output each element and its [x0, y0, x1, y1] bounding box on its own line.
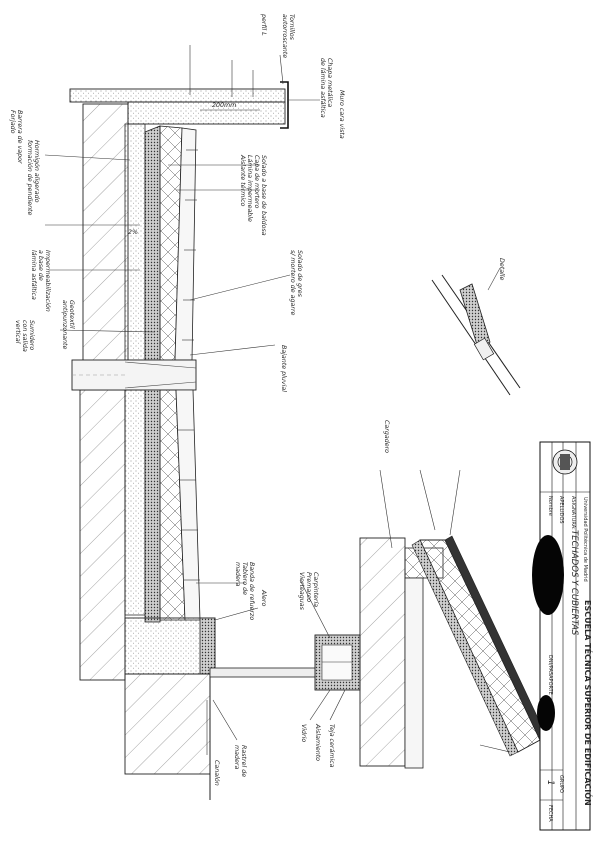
drain-pipe — [71, 359, 197, 391]
nombre-label: Nombre — [547, 496, 553, 516]
university-name: Universidad Politécnica de Madrid — [582, 497, 589, 582]
redaction-name — [532, 535, 564, 615]
waterproof-layer-upper — [144, 125, 161, 361]
label-premarco: Premarco — [305, 572, 312, 602]
annotation-labels: Chapa metálica de lámina asfáltica Torni… — [9, 13, 506, 786]
label-solado: Solado a base de baldosa — [260, 155, 267, 236]
label-tornillos: Tornillos — [288, 14, 295, 41]
label-hormigon: Hormigón aligerado — [33, 140, 41, 203]
label-geo-2: antipunzonante — [61, 300, 69, 350]
apellidos-label: APELLIDOS — [558, 496, 564, 524]
label-alero: Alero — [260, 589, 267, 607]
parapet-block — [127, 101, 286, 125]
label-muro-cara-vista: Muro cara vista — [338, 90, 346, 139]
label-carpinteria: Carpintería — [312, 572, 320, 607]
label-geo-1: Geotextil — [68, 300, 76, 329]
label-banda: Banda de refuerzo — [248, 562, 255, 620]
dimension-200mm: 200mm — [212, 102, 236, 109]
label-canalon: Canalón — [213, 760, 221, 786]
label-gres-1: Solado de gres — [296, 250, 303, 298]
school-name: ESCUELA TÉCNICA SUPERIOR DE EDIFICACIÓN — [583, 600, 594, 806]
label-sumidero-1: Sumidero — [28, 320, 35, 350]
roof-deck — [419, 539, 541, 753]
flashing-bracket — [280, 81, 289, 129]
label-rastrel-1: Rastrel de — [240, 745, 248, 777]
label-lamina-asfaltica: de lámina asfáltica — [319, 58, 327, 118]
concrete-slab-lower — [124, 389, 146, 616]
label-forjado: Forjado — [9, 110, 16, 134]
facade-wall — [359, 537, 406, 767]
waterproof-layer-lower — [144, 389, 161, 623]
label-imp-3: lámina asfáltica — [30, 250, 38, 300]
upturn-membrane — [199, 617, 216, 675]
label-pendiente: formación de pendiente — [26, 140, 34, 216]
label-vierteaguas: Vierteaguas — [298, 572, 306, 611]
label-sumidero-2: con salida — [21, 320, 28, 352]
dni-label: DNI/PASAPORTE — [547, 655, 553, 695]
label-cargadero: Cargadero — [383, 420, 390, 453]
leader-lines — [44, 45, 511, 755]
label-rastrel-2: madera — [233, 745, 240, 769]
label-chapa-metal: Chapa metálica — [326, 58, 334, 107]
subject-handwritten: TECHADOS Y CUBIERTAS — [569, 530, 579, 636]
clip-piece — [473, 337, 495, 361]
label-gres-2: s/ mortero de agarre — [289, 250, 297, 316]
university-seal-icon — [552, 449, 578, 475]
label-detalle: Detalle — [498, 258, 506, 281]
label-lamina-impermeable: Lámina impermeable — [246, 155, 254, 222]
flat-roof-section: 200mm — [69, 81, 361, 800]
concrete-slab-upper — [124, 123, 146, 361]
grupo-label: GRUPO — [558, 775, 564, 793]
fecha-label: FECHA — [547, 805, 553, 822]
roof-underlayer — [411, 539, 519, 757]
label-aislamiento: Aislamiento — [314, 723, 322, 761]
brick-wall-base — [124, 673, 211, 775]
gutter-piece — [459, 283, 491, 349]
label-sumidero-3: vertical — [14, 320, 22, 344]
label-vidrio: Vidrio — [300, 724, 307, 742]
label-capa-mortero: Capa de mortero — [253, 155, 261, 208]
label-perfil-l: perfil L — [260, 13, 267, 36]
label-autorroscante: autorroscante — [281, 14, 289, 58]
label-2pct: 2% — [128, 229, 138, 236]
pitched-roof-section — [359, 535, 547, 769]
brick-wall-upper — [82, 103, 129, 363]
label-teja: Teja cerámica — [328, 724, 336, 768]
inner-wall — [404, 577, 424, 769]
label-tablero-1: Tablero de — [241, 562, 248, 595]
label-aislante: Aislante térmico — [239, 154, 247, 207]
label-tablero-2: madera — [234, 562, 241, 586]
label-imp-2: a base de — [37, 250, 44, 281]
asignatura-label: ASIGNATURA: — [570, 496, 576, 530]
sheet-number: 1 — [545, 780, 555, 785]
brick-wall-lower — [79, 389, 126, 681]
sill-frame — [209, 667, 321, 678]
redaction-group — [537, 695, 555, 731]
title-block: Universidad Politécnica de Madrid ESCUEL… — [532, 441, 594, 831]
label-imp-1: Impermeabilización — [44, 250, 52, 312]
label-bajante: Bajante pluvial — [280, 345, 288, 392]
gutter-detail — [431, 267, 521, 396]
label-barrera: Barrera de vapor — [16, 110, 23, 164]
